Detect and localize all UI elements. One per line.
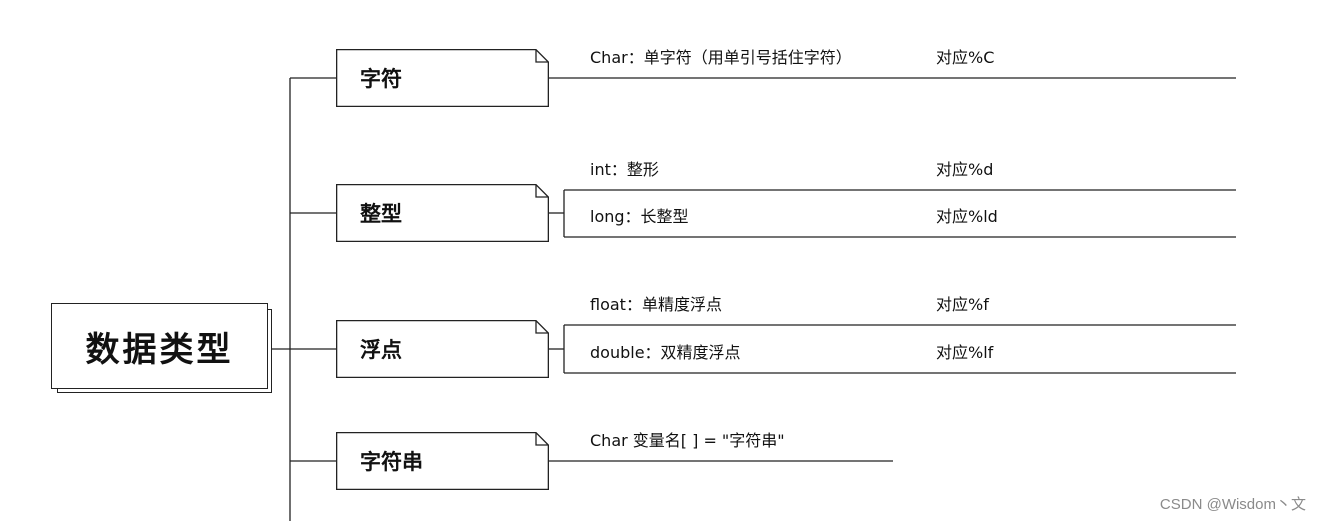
double-desc: double：双精度浮点 bbox=[590, 343, 741, 362]
long-desc: long：长整型 bbox=[590, 207, 689, 226]
note-shape bbox=[336, 49, 549, 107]
note-shape bbox=[336, 320, 549, 378]
double-format: 对应%lf bbox=[936, 343, 994, 362]
category-node-float: 浮点 bbox=[336, 320, 549, 378]
char-desc: Char：单字符（用单引号括住字符） bbox=[590, 48, 852, 67]
watermark: CSDN @Wisdom丶文 bbox=[1159, 496, 1306, 513]
root-node: 数据类型 bbox=[51, 303, 268, 389]
category-node-char: 字符 bbox=[336, 49, 549, 107]
float-format: 对应%f bbox=[936, 295, 989, 314]
root-label: 数据类型 bbox=[85, 329, 234, 370]
int-desc: int：整形 bbox=[590, 160, 659, 179]
category-node-int: 整型 bbox=[336, 184, 549, 242]
int-format: 对应%d bbox=[936, 160, 994, 179]
note-shape bbox=[336, 432, 549, 490]
category-label: 浮点 bbox=[360, 338, 402, 362]
char-format: 对应%C bbox=[936, 48, 995, 67]
category-label: 字符 bbox=[360, 67, 402, 91]
category-label: 字符串 bbox=[360, 450, 423, 474]
note-shape bbox=[336, 184, 549, 242]
float-desc: float：单精度浮点 bbox=[590, 295, 722, 314]
string-desc: Char 变量名[ ] = "字符串" bbox=[590, 431, 785, 450]
category-label: 整型 bbox=[360, 202, 402, 226]
category-node-string: 字符串 bbox=[336, 432, 549, 490]
long-format: 对应%ld bbox=[936, 207, 998, 226]
